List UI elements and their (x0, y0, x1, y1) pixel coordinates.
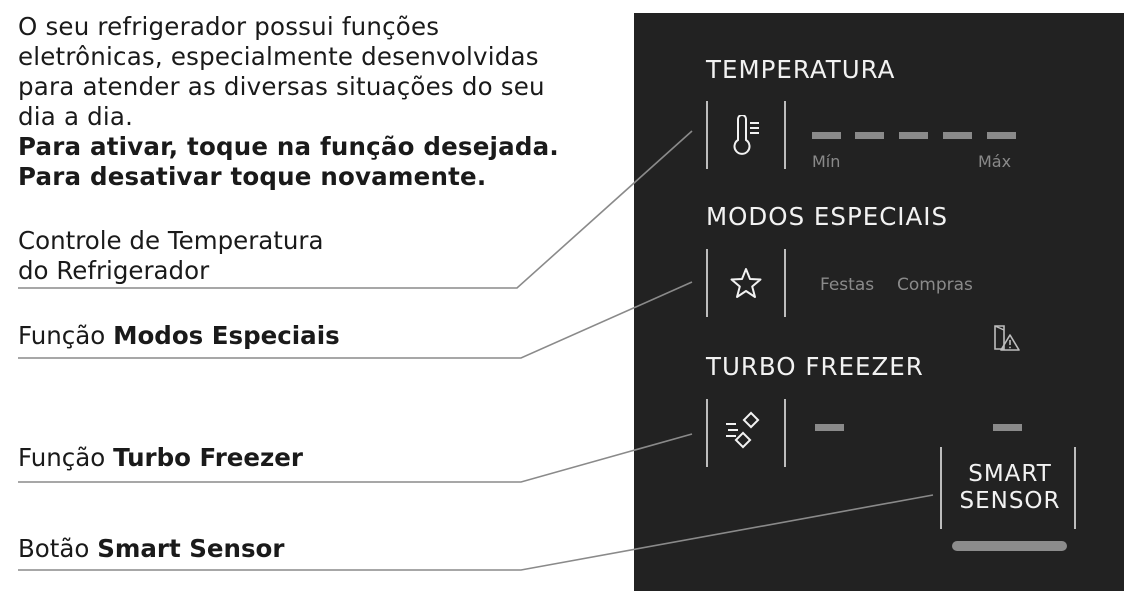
smart-sensor-line2: SENSOR (959, 488, 1061, 514)
divider (784, 249, 786, 317)
callout-turbo-bold: Turbo Freezer (113, 443, 303, 472)
min-label: Mín (812, 152, 841, 171)
intro-text: O seu refrigerador possui funções eletrô… (18, 12, 578, 192)
leader-smart (18, 494, 934, 571)
callout-temperature-control: Controle de Temperatura do Refrigerador (18, 226, 324, 286)
smart-sensor-indicator (993, 424, 1022, 431)
smart-sensor-indicator-bar (952, 541, 1067, 551)
callout-smart-bold: Smart Sensor (97, 534, 285, 563)
ice-cubes-icon[interactable] (724, 411, 768, 459)
temperature-title: TEMPERATURA (706, 55, 896, 84)
divider (784, 399, 786, 467)
intro-description: O seu refrigerador possui funções eletrô… (18, 12, 545, 131)
smart-sensor-line1: SMART (968, 461, 1052, 487)
thermometer-icon[interactable] (730, 114, 762, 163)
callout-smart-prefix: Botão (18, 534, 90, 563)
callout-turbo-prefix: Função (18, 443, 106, 472)
divider (706, 249, 708, 317)
temperature-level-3 (899, 132, 928, 139)
temperature-level-1 (812, 132, 841, 139)
callout-turbo-freezer: Função Turbo Freezer (18, 443, 303, 473)
intro-activate-instruction: Para ativar, toque na função desejada. (18, 132, 559, 161)
temperature-level-2 (855, 132, 884, 139)
divider (784, 101, 786, 169)
leader-modos (18, 281, 693, 359)
callout-modos-bold: Modos Especiais (113, 321, 340, 350)
turbo-freezer-title: TURBO FREEZER (706, 352, 924, 381)
smart-sensor-button[interactable]: SMART SENSOR (946, 461, 1074, 515)
intro-deactivate-instruction: Para desativar toque novamente. (18, 162, 487, 191)
leader-turbo (18, 433, 693, 483)
divider (706, 101, 708, 169)
max-label: Máx (978, 152, 1012, 171)
divider (940, 447, 942, 529)
leader-temperature (18, 130, 693, 289)
temperature-level-5 (987, 132, 1016, 139)
callout-temperature-line2: do Refrigerador (18, 256, 210, 285)
star-icon[interactable] (729, 266, 763, 304)
modos-especiais-title: MODOS ESPECIAIS (706, 202, 949, 231)
temperature-level-4 (943, 132, 972, 139)
control-panel: TEMPERATURA Mín Máx MODOS ESPECIAIS Fest… (634, 13, 1124, 591)
turbo-indicator (815, 424, 844, 431)
divider (1074, 447, 1076, 529)
callout-modos-especiais: Função Modos Especiais (18, 321, 340, 351)
callout-smart-sensor: Botão Smart Sensor (18, 534, 284, 564)
callout-temperature-line1: Controle de Temperatura (18, 226, 324, 255)
door-alert-icon (992, 323, 1022, 357)
callout-modos-prefix: Função (18, 321, 106, 350)
festas-option[interactable]: Festas (820, 275, 875, 295)
divider (706, 399, 708, 467)
compras-option[interactable]: Compras (897, 275, 973, 295)
